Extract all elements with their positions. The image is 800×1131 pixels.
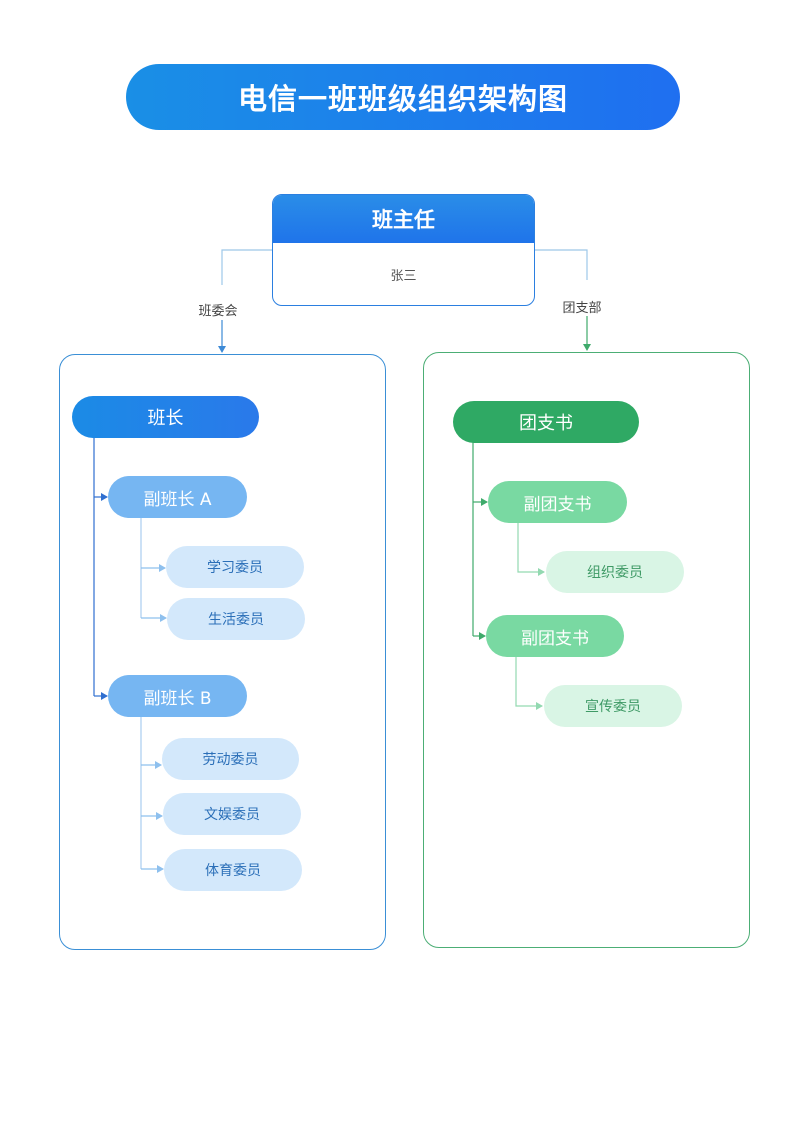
branch-label-class-committee: 班委会 bbox=[198, 304, 238, 319]
labor-committee-node: 劳动委员 bbox=[162, 738, 299, 780]
league-secretary-node: 团支书 bbox=[453, 401, 639, 443]
class-monitor-node: 班长 bbox=[72, 396, 259, 438]
branch-label-youth-league: 团支部 bbox=[562, 301, 602, 316]
deputy-league-secretary-2-node: 副团支书 bbox=[486, 615, 624, 657]
vice-monitor-a-node: 副班长 A bbox=[108, 476, 247, 518]
sports-committee-node: 体育委员 bbox=[164, 849, 302, 891]
deputy-league-secretary-1-node: 副团支书 bbox=[488, 481, 627, 523]
publicity-committee-node: 宣传委员 bbox=[544, 685, 682, 727]
entertainment-committee-node: 文娱委员 bbox=[163, 793, 301, 835]
organization-committee-node: 组织委员 bbox=[546, 551, 684, 593]
head-teacher-role: 班主任 bbox=[273, 195, 534, 243]
page-title: 电信一班班级组织架构图 bbox=[126, 64, 680, 130]
study-committee-node: 学习委员 bbox=[166, 546, 304, 588]
head-teacher-card: 班主任 张三 bbox=[272, 194, 535, 306]
life-committee-node: 生活委员 bbox=[167, 598, 305, 640]
vice-monitor-b-node: 副班长 B bbox=[108, 675, 247, 717]
head-teacher-name: 张三 bbox=[390, 268, 417, 284]
